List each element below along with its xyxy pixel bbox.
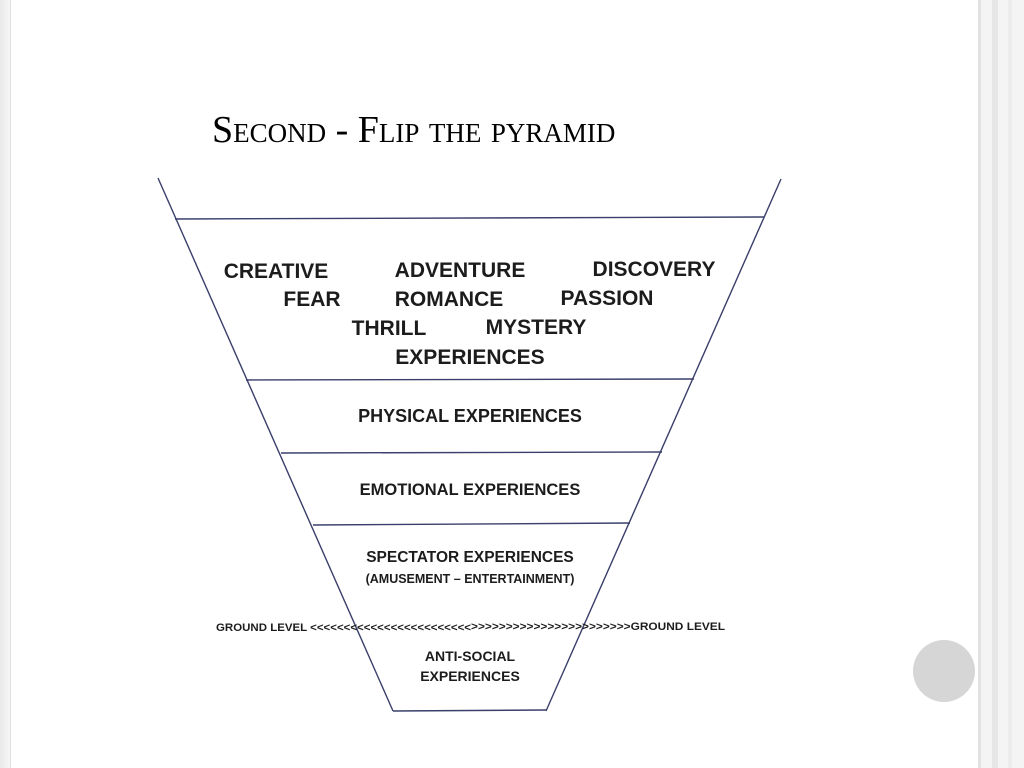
right-border-decoration bbox=[978, 0, 1024, 768]
divider-emotional bbox=[280, 451, 663, 454]
label-passion: PASSION bbox=[561, 287, 654, 310]
pyramid-base bbox=[392, 709, 547, 712]
label-thrill: THRILL bbox=[352, 317, 427, 340]
label-creative: CREATIVE bbox=[224, 260, 329, 283]
left-border-decoration bbox=[0, 0, 11, 768]
label-romance: ROMANCE bbox=[395, 288, 504, 311]
divider-top bbox=[174, 216, 765, 220]
label-spectator-subtitle: (AMUSEMENT – ENTERTAINMENT) bbox=[366, 572, 575, 586]
pyramid-left-side bbox=[157, 177, 394, 712]
label-mystery: MYSTERY bbox=[486, 316, 587, 339]
label-emotional-experiences: EMOTIONAL EXPERIENCES bbox=[360, 481, 581, 499]
label-adventure: ADVENTURE bbox=[395, 259, 526, 282]
label-anti-social: ANTI-SOCIAL bbox=[425, 648, 516, 664]
label-ground-level-left: GROUND LEVEL <<<<<<<<<<<<<<<<<<<<<<<< bbox=[216, 622, 471, 634]
label-ground-level-right: >>>>>>>>>>>>>>>>>>>>>>>GROUND LEVEL bbox=[471, 621, 725, 633]
slide-title: Second - Flip the pyramid bbox=[212, 109, 616, 151]
divider-spectator bbox=[312, 522, 631, 526]
label-experiences-top: EXPERIENCES bbox=[395, 346, 544, 369]
label-spectator-experiences: SPECTATOR EXPERIENCES bbox=[366, 549, 574, 566]
slide-nav-button[interactable] bbox=[913, 640, 975, 702]
label-physical-experiences: PHYSICAL EXPERIENCES bbox=[358, 406, 582, 426]
pyramid-right-side bbox=[545, 178, 782, 712]
label-fear: FEAR bbox=[283, 288, 340, 311]
divider-physical bbox=[245, 378, 695, 381]
label-anti-social-experiences: EXPERIENCES bbox=[420, 668, 520, 684]
label-discovery: DISCOVERY bbox=[593, 258, 716, 281]
